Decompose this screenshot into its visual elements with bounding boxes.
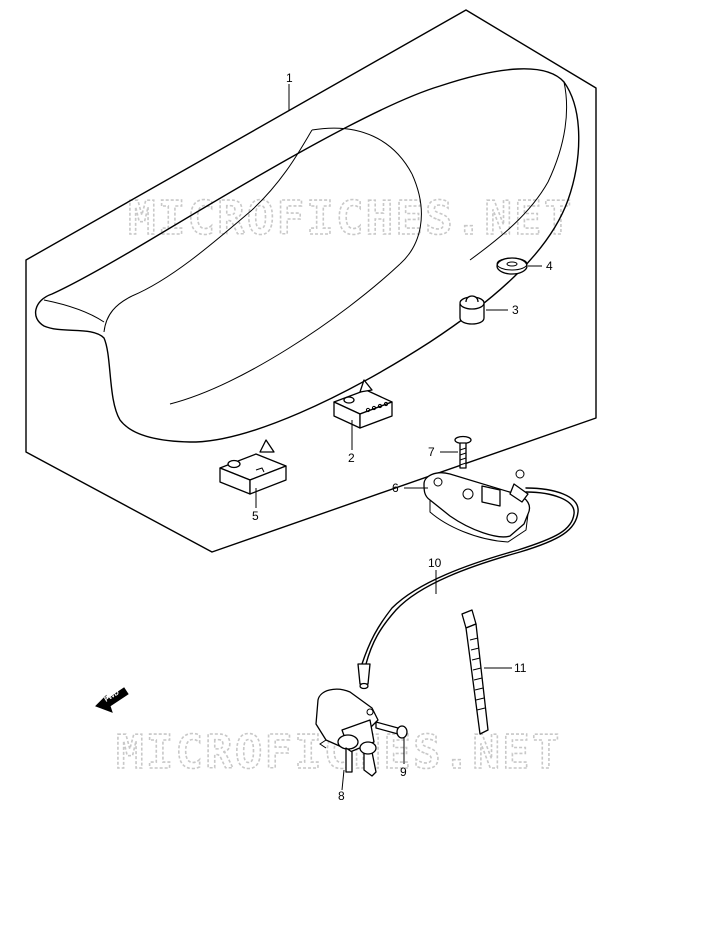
watermark-top: MICROFICHES.NET [128, 191, 573, 245]
seat-lock-cable [357, 487, 579, 690]
callout-9: 9 [400, 765, 407, 779]
ring-cushion [496, 257, 528, 275]
leader-lines [255, 84, 542, 791]
bolt [375, 721, 408, 739]
seat-stopper-2 [333, 379, 393, 429]
callout-7: 7 [428, 445, 435, 459]
callout-8: 8 [338, 789, 345, 803]
callout-4: 4 [546, 259, 553, 273]
seat [34, 68, 580, 443]
seat-lock-assembly [315, 688, 379, 777]
callout-2: 2 [348, 451, 355, 465]
seat-cushion [459, 295, 485, 325]
cable-tie [461, 609, 489, 735]
fwd-arrow-icon: FWD [95, 687, 129, 713]
callout-11: 11 [514, 661, 527, 675]
callout-3: 3 [512, 303, 519, 317]
callout-5: 5 [252, 509, 259, 523]
callout-10: 10 [428, 556, 442, 570]
seat-stopper-5 [219, 439, 287, 495]
screw [454, 435, 472, 469]
seat-assembly-outline [25, 9, 597, 553]
callout-1: 1 [286, 71, 293, 85]
seat-lock-bracket [423, 469, 531, 543]
callout-6: 6 [392, 481, 399, 495]
